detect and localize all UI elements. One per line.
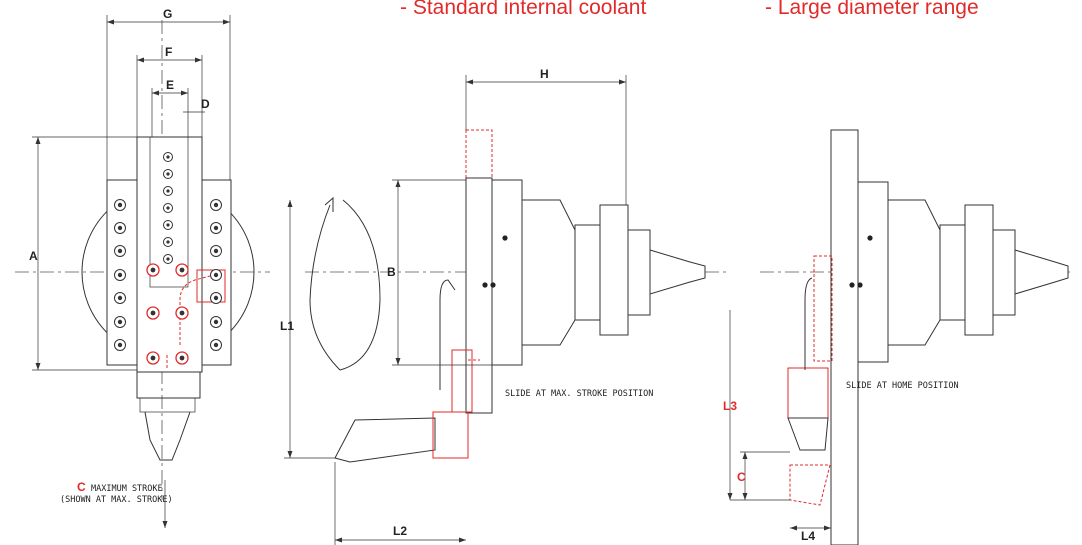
dim-l2: L2 (393, 524, 407, 538)
coolant-port-center (166, 172, 170, 176)
dim-f: F (165, 45, 172, 59)
dimension-arrows (35, 19, 831, 543)
red-bolts (146, 263, 189, 365)
coolant-port-center (166, 189, 170, 193)
bolt-holes (114, 199, 222, 351)
red-bolt-center (179, 355, 185, 361)
bolt-center (213, 272, 219, 278)
coolant-port-center (166, 206, 170, 210)
dim-e: E (166, 78, 174, 92)
pin-dot (482, 282, 488, 288)
front-view (15, 20, 270, 500)
dimension-arrow (287, 200, 293, 207)
dimension-arrow (287, 451, 293, 458)
coolant-port-center (166, 223, 170, 227)
max-stroke-line1: MAXIMUM STROKE (91, 484, 163, 494)
bolt-center (213, 342, 219, 348)
dimension-arrow (162, 521, 168, 528)
dimension-arrow (35, 363, 41, 370)
coolant-port-center (166, 240, 170, 244)
bolt-center (117, 202, 123, 208)
coolant-port-center (166, 257, 170, 261)
pin-dot (502, 235, 508, 241)
bolt-center (117, 342, 123, 348)
dim-g: G (163, 7, 172, 21)
red-bolt-center (179, 267, 185, 273)
bolt-center (117, 319, 123, 325)
dimension-lines (32, 15, 831, 545)
dimension-arrow (742, 452, 748, 459)
dimension-arrow (395, 180, 401, 187)
dimension-arrow (742, 493, 748, 500)
pin-dot (849, 282, 855, 288)
dim-d: D (201, 97, 210, 111)
dimension-labels: G F E D A H B L1 L2 L3 C L4 (29, 7, 815, 543)
side-view-home (760, 129, 1070, 545)
dim-l1: L1 (280, 319, 294, 333)
pin-dots (482, 235, 873, 288)
pin-dot (490, 282, 496, 288)
pin-dot (867, 235, 873, 241)
dimension-arrow (727, 493, 733, 500)
dimension-arrow (824, 525, 831, 531)
bolt-center (213, 202, 219, 208)
dim-l3: L3 (723, 399, 737, 413)
bolt-center (213, 225, 219, 231)
dim-b: B (387, 265, 396, 279)
dimension-arrow (181, 90, 188, 96)
dimension-arrow (152, 90, 159, 96)
slide-home-note: SLIDE AT HOME POSITION (846, 381, 959, 391)
dimension-arrow (790, 525, 797, 531)
slide-max-note: SLIDE AT MAX. STROKE POSITION (505, 389, 653, 399)
dimension-arrow (466, 79, 473, 85)
dimension-arrow (619, 79, 626, 85)
bolt-center (117, 272, 123, 278)
dimension-arrow (335, 537, 342, 543)
max-stroke-line2: (SHOWN AT MAX. STROKE) (60, 495, 173, 505)
red-bolt-center (150, 355, 156, 361)
bolt-center (213, 319, 219, 325)
dimension-arrow (223, 19, 230, 25)
pin-dot (857, 282, 863, 288)
dim-c: C (737, 470, 746, 484)
bolt-center (117, 248, 123, 254)
dim-h: H (540, 67, 549, 81)
dimension-arrow (35, 137, 41, 144)
dimension-arrow (459, 537, 466, 543)
dimension-arrow (195, 57, 202, 63)
bolt-center (117, 295, 123, 301)
feature-internal-coolant: - Standard internal coolant (400, 0, 647, 19)
dimension-arrow (107, 19, 114, 25)
coolant-port-center (166, 155, 170, 159)
dim-l4: L4 (801, 529, 815, 543)
dim-a: A (29, 249, 38, 263)
coolant-ports (163, 152, 173, 264)
max-stroke-letter: C (77, 480, 86, 494)
bolt-center (213, 295, 219, 301)
bolt-center (213, 248, 219, 254)
feature-diameter-range: - Large diameter range (765, 0, 979, 19)
red-bolt-center (179, 310, 185, 316)
dimension-arrow (137, 57, 144, 63)
red-bolt-center (150, 267, 156, 273)
side-view-max-stroke (305, 129, 730, 463)
bolt-center (117, 225, 123, 231)
drawing-notes: C MAXIMUM STROKE (SHOWN AT MAX. STROKE) … (60, 381, 959, 505)
red-bolt-center (150, 310, 156, 316)
dimension-arrow (395, 358, 401, 365)
